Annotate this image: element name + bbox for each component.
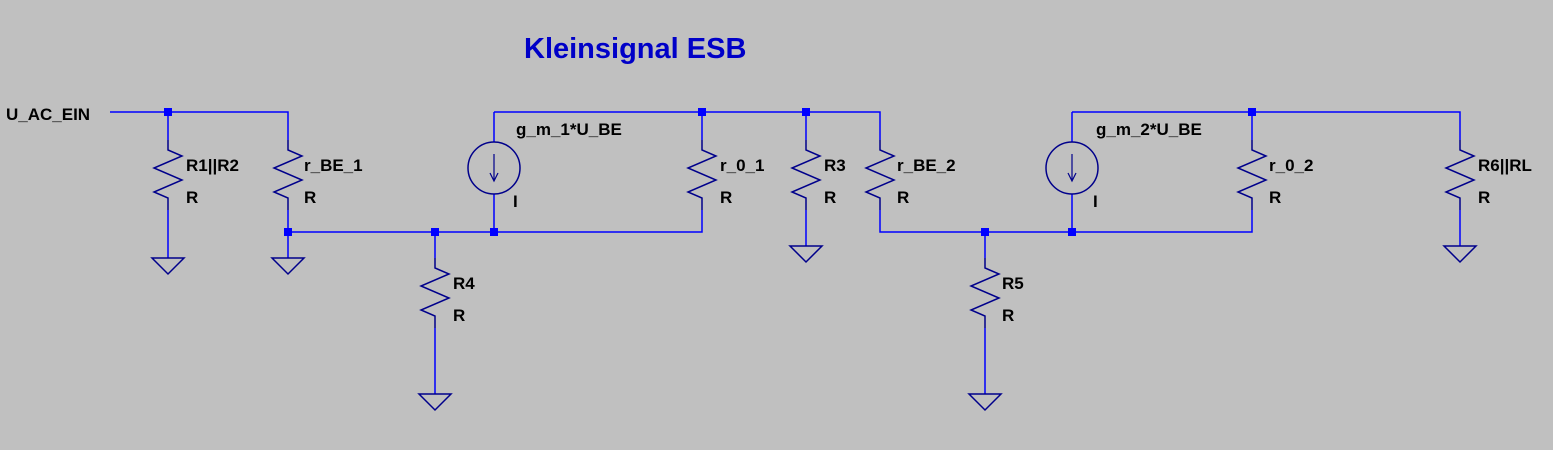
gnd-r5-symbol — [967, 393, 1003, 412]
source-name-gm2: g_m_2*U_BE — [1096, 120, 1202, 139]
gnd-r1r2-symbol — [150, 257, 186, 276]
resistor-value-r02: R — [1269, 188, 1281, 207]
resistor-name-r4: R4 — [453, 274, 475, 293]
source-value-gm2: I — [1093, 192, 1098, 211]
source-name-gm1: g_m_1*U_BE — [516, 120, 622, 139]
resistor-value-rbe2: R — [897, 188, 909, 207]
resistor-name-r3: R3 — [824, 156, 846, 175]
resistor-name-r5: R5 — [1002, 274, 1024, 293]
resistor-r4-symbol — [419, 258, 451, 328]
resistor-name-r01: r_0_1 — [720, 156, 764, 175]
resistor-r02-symbol — [1236, 140, 1268, 210]
junction-dot — [1248, 108, 1256, 116]
junctions — [164, 108, 1256, 236]
current-source-gm2-symbol — [1045, 141, 1099, 195]
junction-dot — [1068, 228, 1076, 236]
resistor-r01-symbol — [686, 140, 718, 210]
resistor-r1r2-symbol — [152, 140, 184, 210]
source-circle — [1045, 141, 1099, 195]
schematic-title: Kleinsignal ESB — [524, 33, 746, 65]
resistor-name-rbe2: r_BE_2 — [897, 156, 956, 175]
resistor-value-r4: R — [453, 306, 465, 325]
junction-dot — [284, 228, 292, 236]
wire-segment — [494, 111, 881, 140]
source-arrow-head — [1067, 172, 1077, 183]
gnd-r6rl-symbol — [1442, 245, 1478, 264]
resistor-name-r6rl: R6||RL — [1478, 156, 1532, 175]
junction-dot — [802, 108, 810, 116]
current-source-gm1-symbol — [467, 141, 521, 195]
gnd-rbe1-symbol — [270, 257, 306, 276]
resistor-r5-symbol — [969, 258, 1001, 328]
resistor-value-r01: R — [720, 188, 732, 207]
resistor-value-rbe1: R — [304, 188, 316, 207]
junction-dot — [698, 108, 706, 116]
resistor-value-r5: R — [1002, 306, 1014, 325]
source-value-gm1: I — [513, 192, 518, 211]
wire-segment — [110, 111, 289, 140]
junction-dot — [431, 228, 439, 236]
wires — [110, 111, 1461, 394]
junction-dot — [490, 228, 498, 236]
resistor-value-r3: R — [824, 188, 836, 207]
resistor-name-rbe1: r_BE_1 — [304, 156, 363, 175]
resistor-r3-symbol — [790, 140, 822, 210]
resistor-value-r1r2: R — [186, 188, 198, 207]
resistor-r6rl-symbol — [1444, 140, 1476, 210]
resistor-rbe1-symbol — [272, 140, 304, 210]
source-circle — [467, 141, 521, 195]
junction-dot — [981, 228, 989, 236]
gnd-r3-symbol — [788, 245, 824, 264]
wire-segment — [1072, 111, 1461, 140]
resistor-name-r02: r_0_2 — [1269, 156, 1313, 175]
net-label-input: U_AC_EIN — [6, 105, 90, 124]
resistor-rbe2-symbol — [864, 140, 896, 210]
gnd-r4-symbol — [417, 393, 453, 412]
junction-dot — [164, 108, 172, 116]
resistor-value-r6rl: R — [1478, 188, 1490, 207]
components — [150, 140, 1478, 412]
resistor-name-r1r2: R1||R2 — [186, 156, 239, 175]
wire-segment — [879, 210, 1253, 233]
source-arrow-head — [489, 172, 499, 183]
wire-segment — [288, 210, 703, 233]
